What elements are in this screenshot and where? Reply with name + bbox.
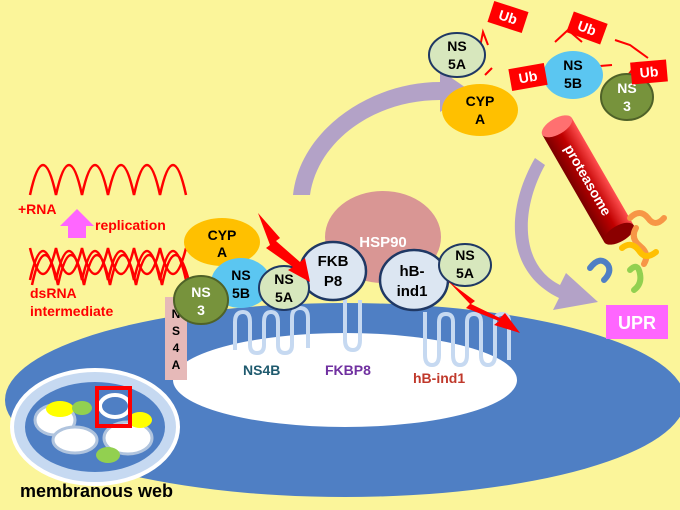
dsrna-strand	[30, 253, 192, 286]
proteasome-cap	[603, 222, 635, 245]
fkbp8-transmembrane	[343, 292, 362, 353]
green-blob	[96, 447, 120, 463]
ns3-protein-left	[173, 275, 229, 325]
dsrna-label: dsRNA	[30, 285, 77, 301]
peptide-fragment	[587, 257, 613, 283]
ns5b-label-2: 5B	[232, 285, 250, 301]
cypa-label-2: A	[475, 111, 485, 127]
curved-arrow-to-upr	[514, 158, 598, 310]
fkbp8-label: FKBP8	[325, 362, 371, 378]
cypa-label-2: A	[217, 244, 227, 260]
ns3-protein-top	[600, 73, 654, 121]
membranous-web	[10, 368, 180, 486]
fkbp8-bubble-label-2: P8	[324, 273, 342, 290]
hbind1-bubble-label-2: ind1	[397, 283, 428, 300]
vesicle-yellow	[46, 401, 74, 417]
ub-label: Ub	[639, 63, 659, 81]
peptide-fragment	[627, 263, 644, 293]
ns4a-letter: 4	[173, 341, 180, 355]
ns5a-protein-left	[258, 265, 310, 311]
plus-rna-label: +RNA	[18, 201, 57, 217]
ns4a-letter: N	[172, 307, 181, 321]
ub-label: Ub	[497, 7, 520, 28]
cypa-protein-top	[442, 84, 518, 136]
upr-box	[606, 305, 668, 339]
hbind1-label: hB-ind1	[413, 370, 465, 386]
ns4b-label: NS4B	[243, 362, 280, 378]
fkbp8-bubble-label: FKB	[318, 253, 349, 270]
hbind1-transmembrane	[423, 311, 511, 368]
dsrna-label-line2: intermediate	[30, 303, 113, 319]
ns3-label: NS	[191, 284, 210, 300]
curved-arrow-to-ubiquitination	[293, 70, 472, 195]
ns5a-label: NS	[447, 38, 466, 54]
ns5a-protein-right	[438, 243, 492, 287]
ns5b-protein-top	[543, 51, 603, 99]
membranous-web-label: membranous web	[20, 481, 173, 501]
cypa-label: CYP	[466, 93, 495, 109]
ns5a-label-2: 5A	[275, 289, 293, 305]
hbind1-protein	[378, 248, 450, 312]
cypa-protein-left	[184, 218, 260, 266]
plus-rna-strand	[28, 163, 188, 196]
ns5a-label: NS	[274, 271, 293, 287]
lightning-bolt-icon	[448, 281, 520, 333]
ns3-label-2: 3	[197, 302, 205, 318]
ns5a-label: NS	[455, 247, 474, 263]
peptide-fragment	[619, 241, 659, 259]
er-lumen-inner	[173, 333, 517, 427]
vesicle-small	[98, 393, 132, 419]
ns5a-protein-top	[428, 32, 486, 78]
ns4a-letter: S	[172, 324, 180, 338]
ub-label: Ub	[517, 68, 538, 87]
ub-tag: Ub	[508, 63, 548, 91]
ns5b-label-2: 5B	[564, 75, 582, 91]
peptide-fragment	[627, 210, 667, 226]
ub-tag: Ub	[487, 0, 529, 34]
ub-tag: Ub	[630, 59, 668, 85]
fkbp8-protein	[298, 240, 368, 302]
proteasome: proteasome	[541, 115, 635, 245]
ns5b-label: NS	[231, 267, 250, 283]
ns5a-label-2: 5A	[456, 265, 474, 281]
cypa-label: CYP	[208, 227, 237, 243]
hsp90-label: HSP90	[359, 234, 407, 251]
green-blob	[72, 401, 92, 415]
dsrna-strand	[28, 247, 188, 275]
zoom-box	[95, 386, 132, 428]
proteasome-cap	[541, 115, 573, 138]
rna-strands	[28, 163, 192, 286]
ns5a-label-2: 5A	[448, 56, 466, 72]
vesicle	[51, 425, 99, 455]
ns4a-letter: A	[172, 358, 181, 372]
hbind1-bubble-label: hB-	[400, 263, 425, 280]
vesicle-yellow	[128, 412, 152, 428]
proteasome-body	[542, 117, 634, 243]
ns5b-label: NS	[563, 57, 582, 73]
replication-label: replication	[95, 217, 166, 233]
replication-arrow	[60, 209, 94, 238]
lightning-bolt-icon	[258, 213, 310, 282]
ub-tag: Ub	[566, 11, 608, 45]
ns3-label: NS	[617, 80, 636, 96]
ns3-label-2: 3	[623, 98, 631, 114]
ub-label: Ub	[575, 17, 598, 38]
upr-label: UPR	[618, 313, 656, 333]
ns4b-transmembrane	[233, 305, 310, 356]
